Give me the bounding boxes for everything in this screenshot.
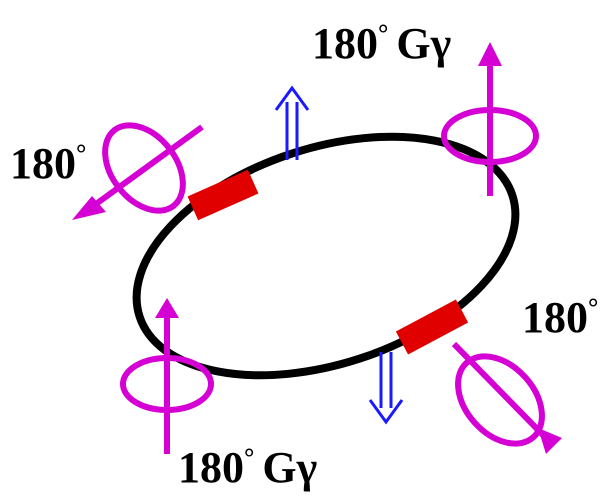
rotator-bottom-right bbox=[451, 341, 562, 454]
snake-upper-left bbox=[187, 169, 259, 221]
rotator-left bbox=[72, 122, 204, 220]
ring bbox=[132, 132, 520, 380]
rotator-bottom-left bbox=[120, 298, 214, 454]
spin-up-arrow bbox=[274, 85, 310, 160]
label-bottom: 180°Gγ bbox=[178, 443, 317, 492]
rotator-top-right bbox=[441, 42, 539, 196]
label-right: 180° bbox=[522, 293, 598, 342]
label-top-right: 180°Gγ bbox=[312, 19, 451, 68]
label-left: 180° bbox=[10, 139, 86, 188]
snake-lower-right bbox=[395, 299, 469, 355]
spin-down-arrow bbox=[368, 352, 404, 425]
